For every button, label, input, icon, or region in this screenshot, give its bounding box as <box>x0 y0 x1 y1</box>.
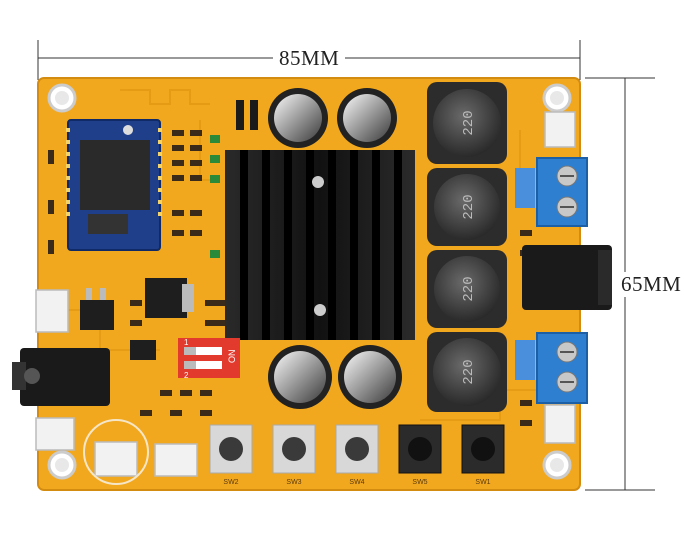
button-label-1: SW2 <box>223 479 238 486</box>
audio-jack <box>12 348 110 406</box>
dip-switch <box>178 338 240 378</box>
bluetooth-module <box>66 119 162 251</box>
mounting-holes <box>47 83 572 480</box>
inductor-label-3: 220 <box>461 276 477 301</box>
inductors <box>427 82 507 412</box>
voltage-regulators <box>80 278 194 360</box>
inductor-label-4: 220 <box>461 359 477 384</box>
button-label-5: SW1 <box>475 479 490 486</box>
height-dimension-label: 65MM <box>619 272 684 297</box>
button-label-3: SW4 <box>349 479 364 486</box>
capacitors <box>268 88 402 409</box>
heatsink <box>225 150 415 340</box>
dc-power-jack <box>522 245 612 310</box>
dip-position-2-label: 2 <box>184 371 189 380</box>
button-label-2: SW3 <box>286 479 301 486</box>
dip-position-1-label: 1 <box>184 338 189 347</box>
inductor-label-1: 220 <box>461 110 477 135</box>
jst-connectors <box>35 111 576 477</box>
tactile-buttons <box>209 424 505 474</box>
button-label-4: SW5 <box>412 479 427 486</box>
dip-on-label: ON <box>227 350 237 364</box>
screw-terminals <box>536 157 588 404</box>
inductor-label-2: 220 <box>461 194 477 219</box>
width-dimension-label: 85MM <box>273 48 346 69</box>
